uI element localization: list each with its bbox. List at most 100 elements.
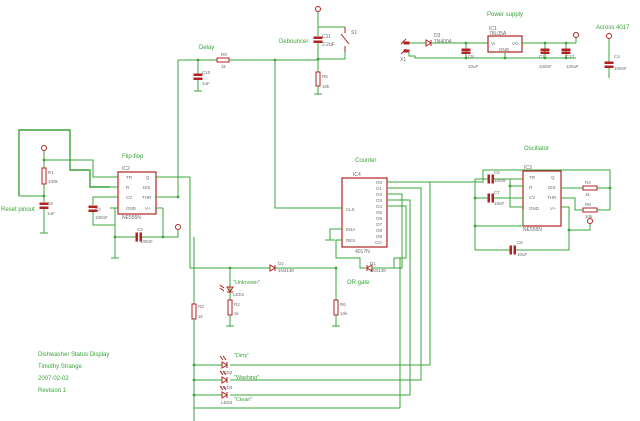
c11-capacitor[interactable]: C11 2.2uF [313, 34, 335, 48]
ic2-value: NE555N [122, 215, 141, 221]
ic2-ref: IC2 [122, 166, 130, 172]
r6-resistor[interactable]: R6 10k [333, 299, 348, 316]
r8-value: 10k [585, 214, 593, 219]
ic4-pin-co: CO [375, 240, 382, 245]
c4-ref: C4 [614, 54, 620, 59]
ic3-pin-thr: THR [547, 195, 557, 200]
d2-value: 1N4148 [278, 268, 294, 273]
c3-capacitor[interactable]: C3 100nF [135, 227, 153, 244]
r1-value: 100k [48, 179, 59, 184]
status-leds-section: R3 1k "Dirty" LED2 "Washing" LED3 "Clean… [191, 237, 406, 421]
ic2-555[interactable]: IC2 NE555N TR R CV GND Q DIS THR V+ [117, 166, 157, 221]
c5-capacitor[interactable]: C5 100nF [487, 170, 507, 184]
c12-capacitor[interactable]: C12 100uF [561, 48, 579, 69]
ic4-ref: IC4 [353, 172, 361, 178]
c5-value: 100nF [494, 178, 507, 183]
ic2-pin-vplus: V+ [145, 206, 151, 211]
delay-section: Delay R9 1k C10 1uF [178, 45, 336, 209]
d2-diode[interactable]: D2 1N4148 [269, 261, 294, 273]
c7-ref: C7 [494, 190, 500, 195]
r8-resistor[interactable]: R8 10k [582, 202, 598, 219]
c6-capacitor[interactable]: C6 10uF [509, 240, 528, 257]
d3-diode[interactable]: D3 1N4004 [425, 33, 452, 47]
ic4-value: 4017N [355, 249, 370, 255]
c4-capacitor[interactable]: C4 100nF [604, 54, 627, 71]
ic2-pin-thr: THR [142, 195, 152, 200]
flip-flop-heading: Flip-flop [122, 154, 144, 160]
r6-value: 10k [340, 311, 348, 316]
d1-diode[interactable]: D1 1N4148 [366, 261, 386, 273]
c2-capacitor[interactable]: C2 100nF [88, 205, 108, 220]
ic3-555[interactable]: IC3 NE555N TR R CV GND Q DIS THR V+ [522, 165, 562, 233]
power-supply-section: Power supply X1 D3 1N4004 IC1 78L05A VI … [400, 12, 579, 69]
c9-value: 1uF [47, 211, 55, 216]
c1-value: 100nF [539, 64, 552, 69]
s1-switch[interactable]: S1 [340, 27, 357, 52]
led4-ref: LED4 [221, 400, 233, 405]
ic1-pin-vi: VI [491, 41, 495, 46]
ic4-pin-o6: O6 [376, 216, 383, 221]
led2-label: "Dirty" [234, 353, 249, 359]
c8-ref: C8 [468, 54, 474, 59]
d3-ref: D3 [434, 33, 441, 39]
c11-ref: C11 [322, 34, 331, 40]
d1-value: 1N4148 [370, 268, 386, 273]
r9-ref: R9 [221, 52, 227, 57]
r4-resistor[interactable]: R4 1k [582, 180, 598, 197]
ic4-pin-ena: ENA [346, 227, 355, 232]
ic4-pin-res: RES [346, 238, 355, 243]
r3-resistor[interactable]: R3 1k [191, 303, 204, 320]
ic3-value: NE555N [523, 227, 542, 233]
ic4-pin-o4: O4 [376, 204, 383, 209]
c12-ref: C12 [566, 54, 575, 59]
debouncer-section: Debouncer S1 C11 2.2uF R5 10k [279, 6, 357, 95]
or-gate-heading: OR gate [347, 280, 370, 286]
counter-heading: Counter [355, 158, 376, 164]
revision-text: Revision 1 [38, 388, 67, 394]
c1-ref: C1 [539, 54, 545, 59]
c10-capacitor[interactable]: C10 1uF [193, 70, 211, 86]
c9-ref: C9 [47, 201, 53, 206]
r2-resistor[interactable]: R2 1k [227, 299, 240, 316]
led1-indicator[interactable]: "Unknown" LED1 [219, 280, 260, 297]
ic4-pin-o9: O9 [376, 234, 383, 239]
flip-flop-section: Flip-flop Reset pinout R1 100k C9 1uF IC… [1, 60, 190, 259]
c12-value: 100uF [566, 64, 579, 69]
r2-ref: R2 [234, 302, 240, 307]
c2-ref: C2 [95, 207, 101, 212]
d2-ref: D2 [278, 261, 284, 266]
across-vcc-symbol [606, 33, 612, 39]
author-text: Timothy Strange [38, 364, 82, 370]
c8-capacitor[interactable]: C8 10uF [461, 48, 479, 69]
ic4-pin-o2: O2 [376, 192, 383, 197]
c10-value: 1uF [202, 81, 210, 86]
oscillator-heading: Oscillator [524, 146, 549, 152]
r3-value: 1k [198, 314, 204, 319]
c1-capacitor[interactable]: C1 100nF [539, 48, 552, 69]
led4-label: "Clean" [234, 397, 252, 403]
r9-resistor[interactable]: R9 1k [216, 52, 230, 69]
title-block: Dishwasher Status Display Timothy Strang… [38, 352, 109, 394]
ic4-pin-o5: O5 [376, 210, 383, 215]
s1-ref: S1 [351, 30, 357, 36]
r4-value: 1k [585, 192, 591, 197]
ic1-value: 78L05A [489, 31, 507, 37]
date-text: 2007-02-02 [38, 376, 69, 382]
ic1-regulator[interactable]: IC1 78L05A VI VO GND [487, 26, 523, 53]
x1-connector[interactable]: X1 [400, 38, 410, 63]
led2-indicator[interactable]: "Dirty" LED2 [219, 353, 249, 375]
led4-indicator[interactable]: "Clean" LED4 [219, 385, 252, 405]
power-supply-heading: Power supply [487, 12, 523, 18]
ic2-pin-q: Q [146, 175, 150, 180]
ic4-pin-o7: O7 [376, 222, 383, 227]
ic3-pin-vplus: V+ [550, 206, 556, 211]
ic4-4017[interactable]: IC4 4017N CLK ENA RES O0 O1 O2 O3 O4 O5 … [341, 172, 388, 255]
led3-indicator[interactable]: "Washing" LED3 [219, 370, 259, 390]
c2-value: 100nF [95, 215, 108, 220]
c9-capacitor[interactable]: C9 1uF [39, 201, 55, 216]
x1-ref: X1 [400, 57, 406, 63]
r1-resistor[interactable]: R1 100k [41, 167, 59, 185]
ic1-ref: IC1 [489, 26, 497, 32]
ic4-pin-o8: O8 [376, 228, 383, 233]
ic2-pin-cv: CV [126, 195, 132, 200]
